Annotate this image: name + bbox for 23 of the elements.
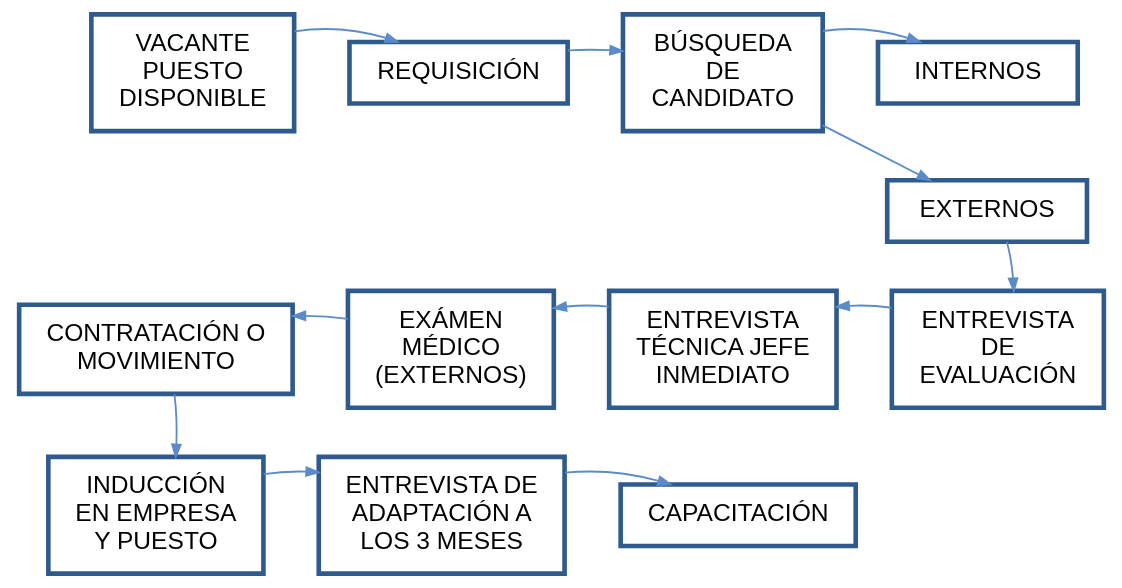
node-box: ENTREVISTA DE EVALUACIÓN [889,288,1106,410]
node-box: EXÁMEN MÉDICO (EXTERNOS) [345,288,556,410]
arrow [833,300,892,312]
node-box: VACANTE PUESTO DISPONIBLE [88,12,296,134]
arrow [566,44,625,56]
node-box: CONTRATACIÓN O MOVIMIENTO [16,302,295,397]
arrow [289,310,349,322]
node-box: INDUCCIÓN EN EMPRESA Y PUESTO [45,454,266,576]
arrow [821,124,932,182]
node-box: ENTREVISTA TÉCNICA JEFE INMEDIATO [606,288,839,410]
arrow [563,470,673,486]
node-box: REQUISICIÓN [346,39,570,106]
arrow [550,300,610,312]
node-box: CAPACITACIÓN [617,482,858,549]
node-box: EXTERNOS [884,178,1089,245]
arrow [293,28,400,44]
arrow [821,28,922,43]
arrow [262,465,321,478]
node-box: INTERNOS [875,39,1080,106]
arrow [170,393,182,460]
node-box: ENTREVISTA DE ADAPTACIÓN A LOS 3 MESES [315,454,567,576]
node-box: BÚSQUEDA DE CANDIDATO [620,12,825,134]
arrow [1005,241,1019,294]
